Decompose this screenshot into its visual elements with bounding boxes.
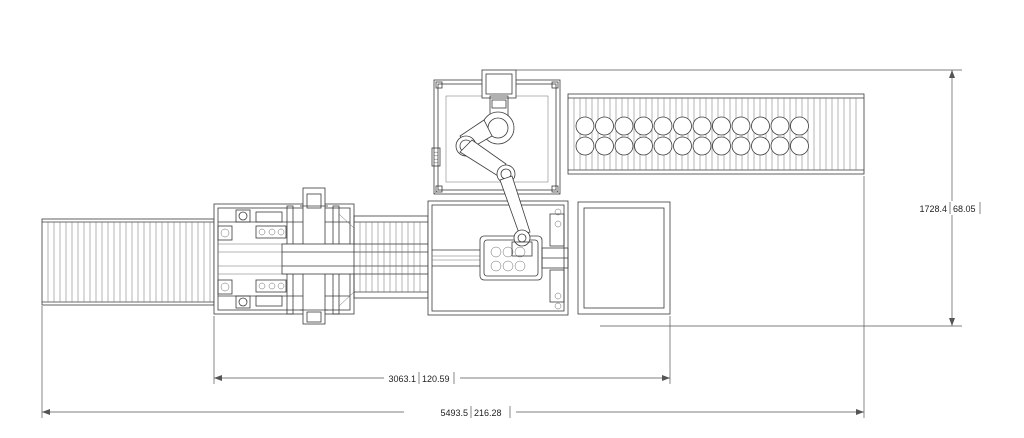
robot-cell <box>427 200 569 316</box>
left-roller-conveyor <box>41 218 215 306</box>
accumulation-conveyor <box>353 215 429 299</box>
mid-width-dimension: 3063.1 120.59 <box>213 316 671 385</box>
robot-arm <box>455 111 533 257</box>
total-width-dimension-in: 216.28 <box>474 408 502 418</box>
total-width-dimension: 5493.5 216.28 <box>41 176 865 419</box>
pallet-table <box>577 201 671 315</box>
height-dimension-in: 68.05 <box>953 204 976 214</box>
upper-right-conveyor <box>567 93 865 175</box>
transfer-frame <box>213 187 431 325</box>
mid-width-dimension-mm: 3063.1 <box>388 374 416 384</box>
height-dimension-mm: 1728.4 <box>919 204 947 214</box>
total-width-dimension-mm: 5493.5 <box>440 408 468 418</box>
mid-width-dimension-in: 120.59 <box>422 374 450 384</box>
height-dimension: 1728.4 68.05 <box>516 69 984 327</box>
